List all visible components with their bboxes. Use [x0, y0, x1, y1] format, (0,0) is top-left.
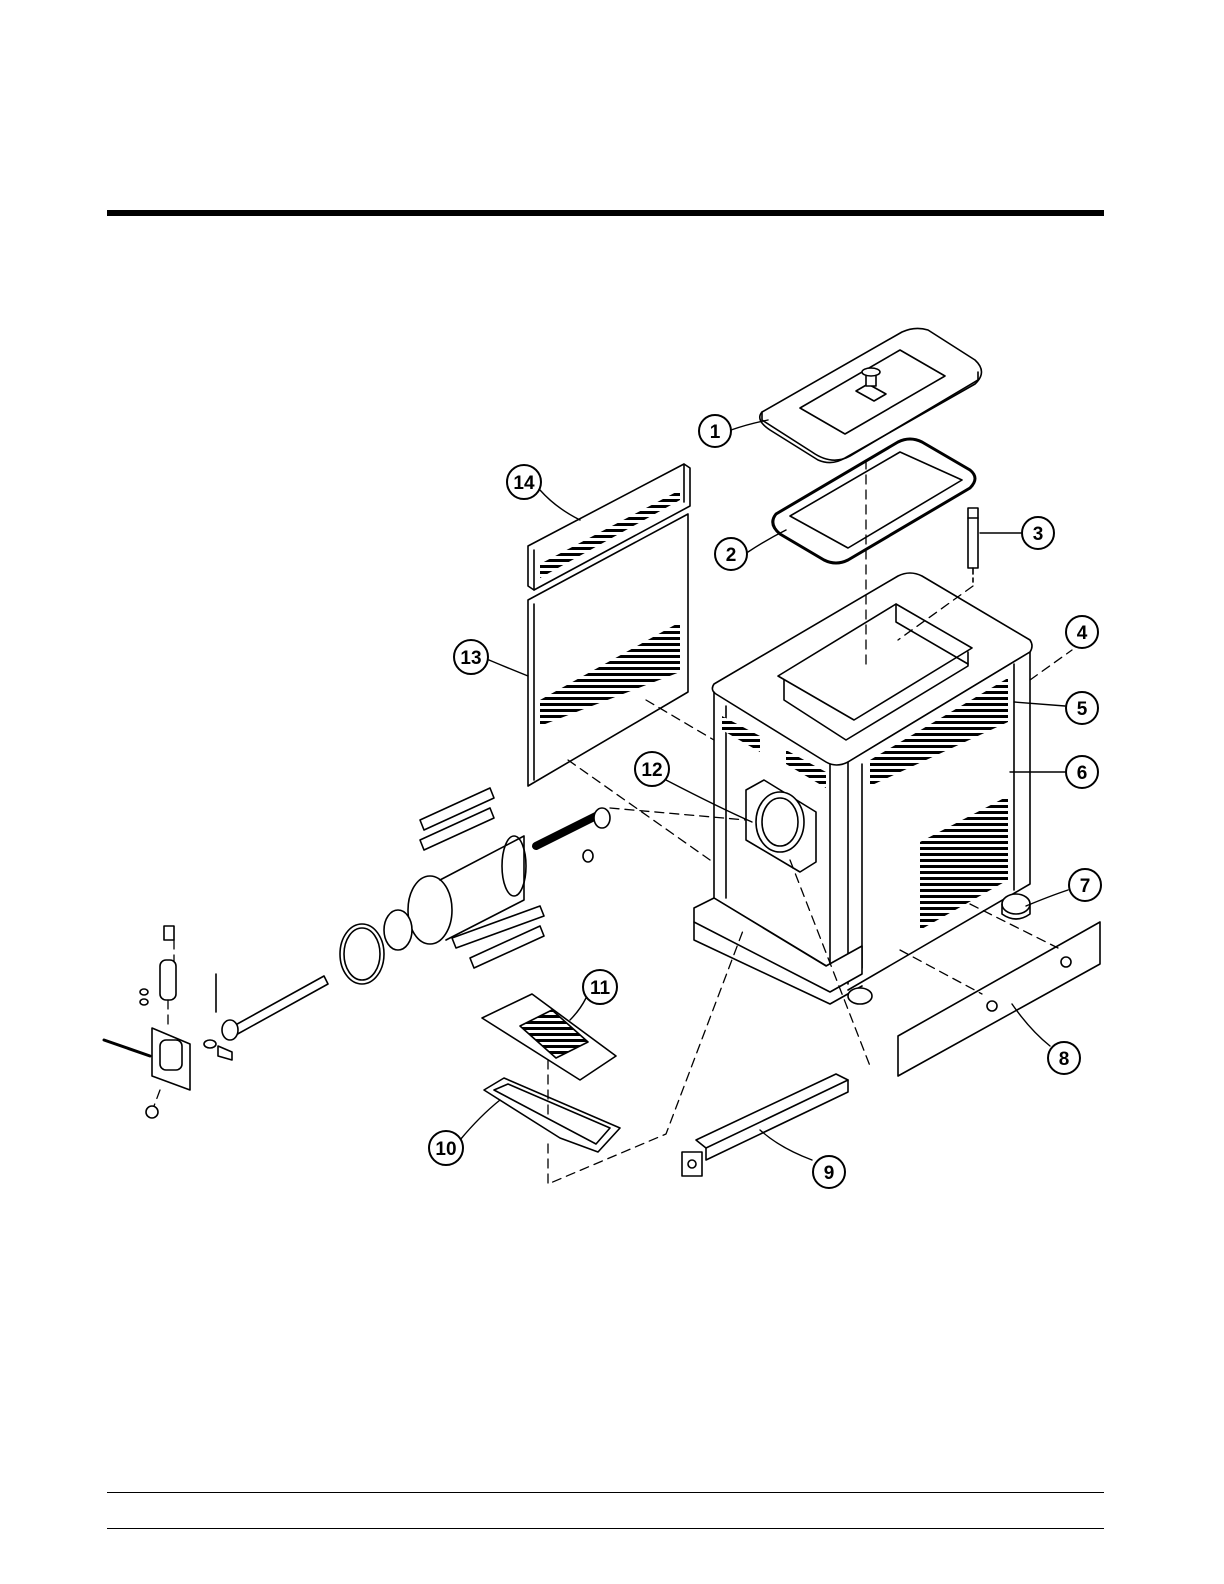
agitator-rod — [968, 508, 978, 582]
svg-text:2: 2 — [726, 545, 737, 566]
callout-12: 12 — [635, 752, 669, 786]
dasher-assembly — [216, 788, 610, 1040]
callout-10: 10 — [429, 1131, 463, 1165]
svg-text:12: 12 — [641, 760, 662, 781]
callout-5: 5 — [1066, 692, 1098, 724]
hopper-gasket — [773, 439, 975, 563]
svg-text:8: 8 — [1059, 1049, 1070, 1070]
drip-tray-insert — [482, 994, 616, 1080]
svg-text:4: 4 — [1077, 623, 1088, 644]
svg-text:7: 7 — [1080, 876, 1091, 897]
callout-2: 2 — [715, 538, 747, 570]
hopper-lid — [760, 328, 982, 462]
callout-14: 14 — [507, 465, 541, 499]
svg-text:14: 14 — [513, 473, 535, 494]
callout-4: 4 — [1066, 616, 1098, 648]
callout-8: 8 — [1048, 1042, 1080, 1074]
svg-text:3: 3 — [1033, 524, 1044, 545]
svg-text:10: 10 — [435, 1139, 456, 1160]
svg-text:11: 11 — [590, 978, 611, 999]
svg-text:6: 6 — [1077, 763, 1088, 784]
callout-7: 7 — [1069, 869, 1101, 901]
callout-6: 6 — [1066, 756, 1098, 788]
callout-13: 13 — [454, 640, 488, 674]
svg-text:13: 13 — [460, 648, 481, 669]
drip-tray — [484, 1078, 620, 1152]
svg-text:5: 5 — [1077, 699, 1088, 720]
machine-cabinet — [694, 573, 1032, 1004]
callout-1: 1 — [699, 415, 731, 447]
callout-11: 11 — [583, 970, 617, 1004]
svg-text:9: 9 — [824, 1163, 835, 1184]
callout-9: 9 — [813, 1156, 845, 1188]
svg-text:1: 1 — [710, 422, 721, 443]
callout-3: 3 — [1022, 517, 1054, 549]
freezer-door — [746, 780, 816, 872]
